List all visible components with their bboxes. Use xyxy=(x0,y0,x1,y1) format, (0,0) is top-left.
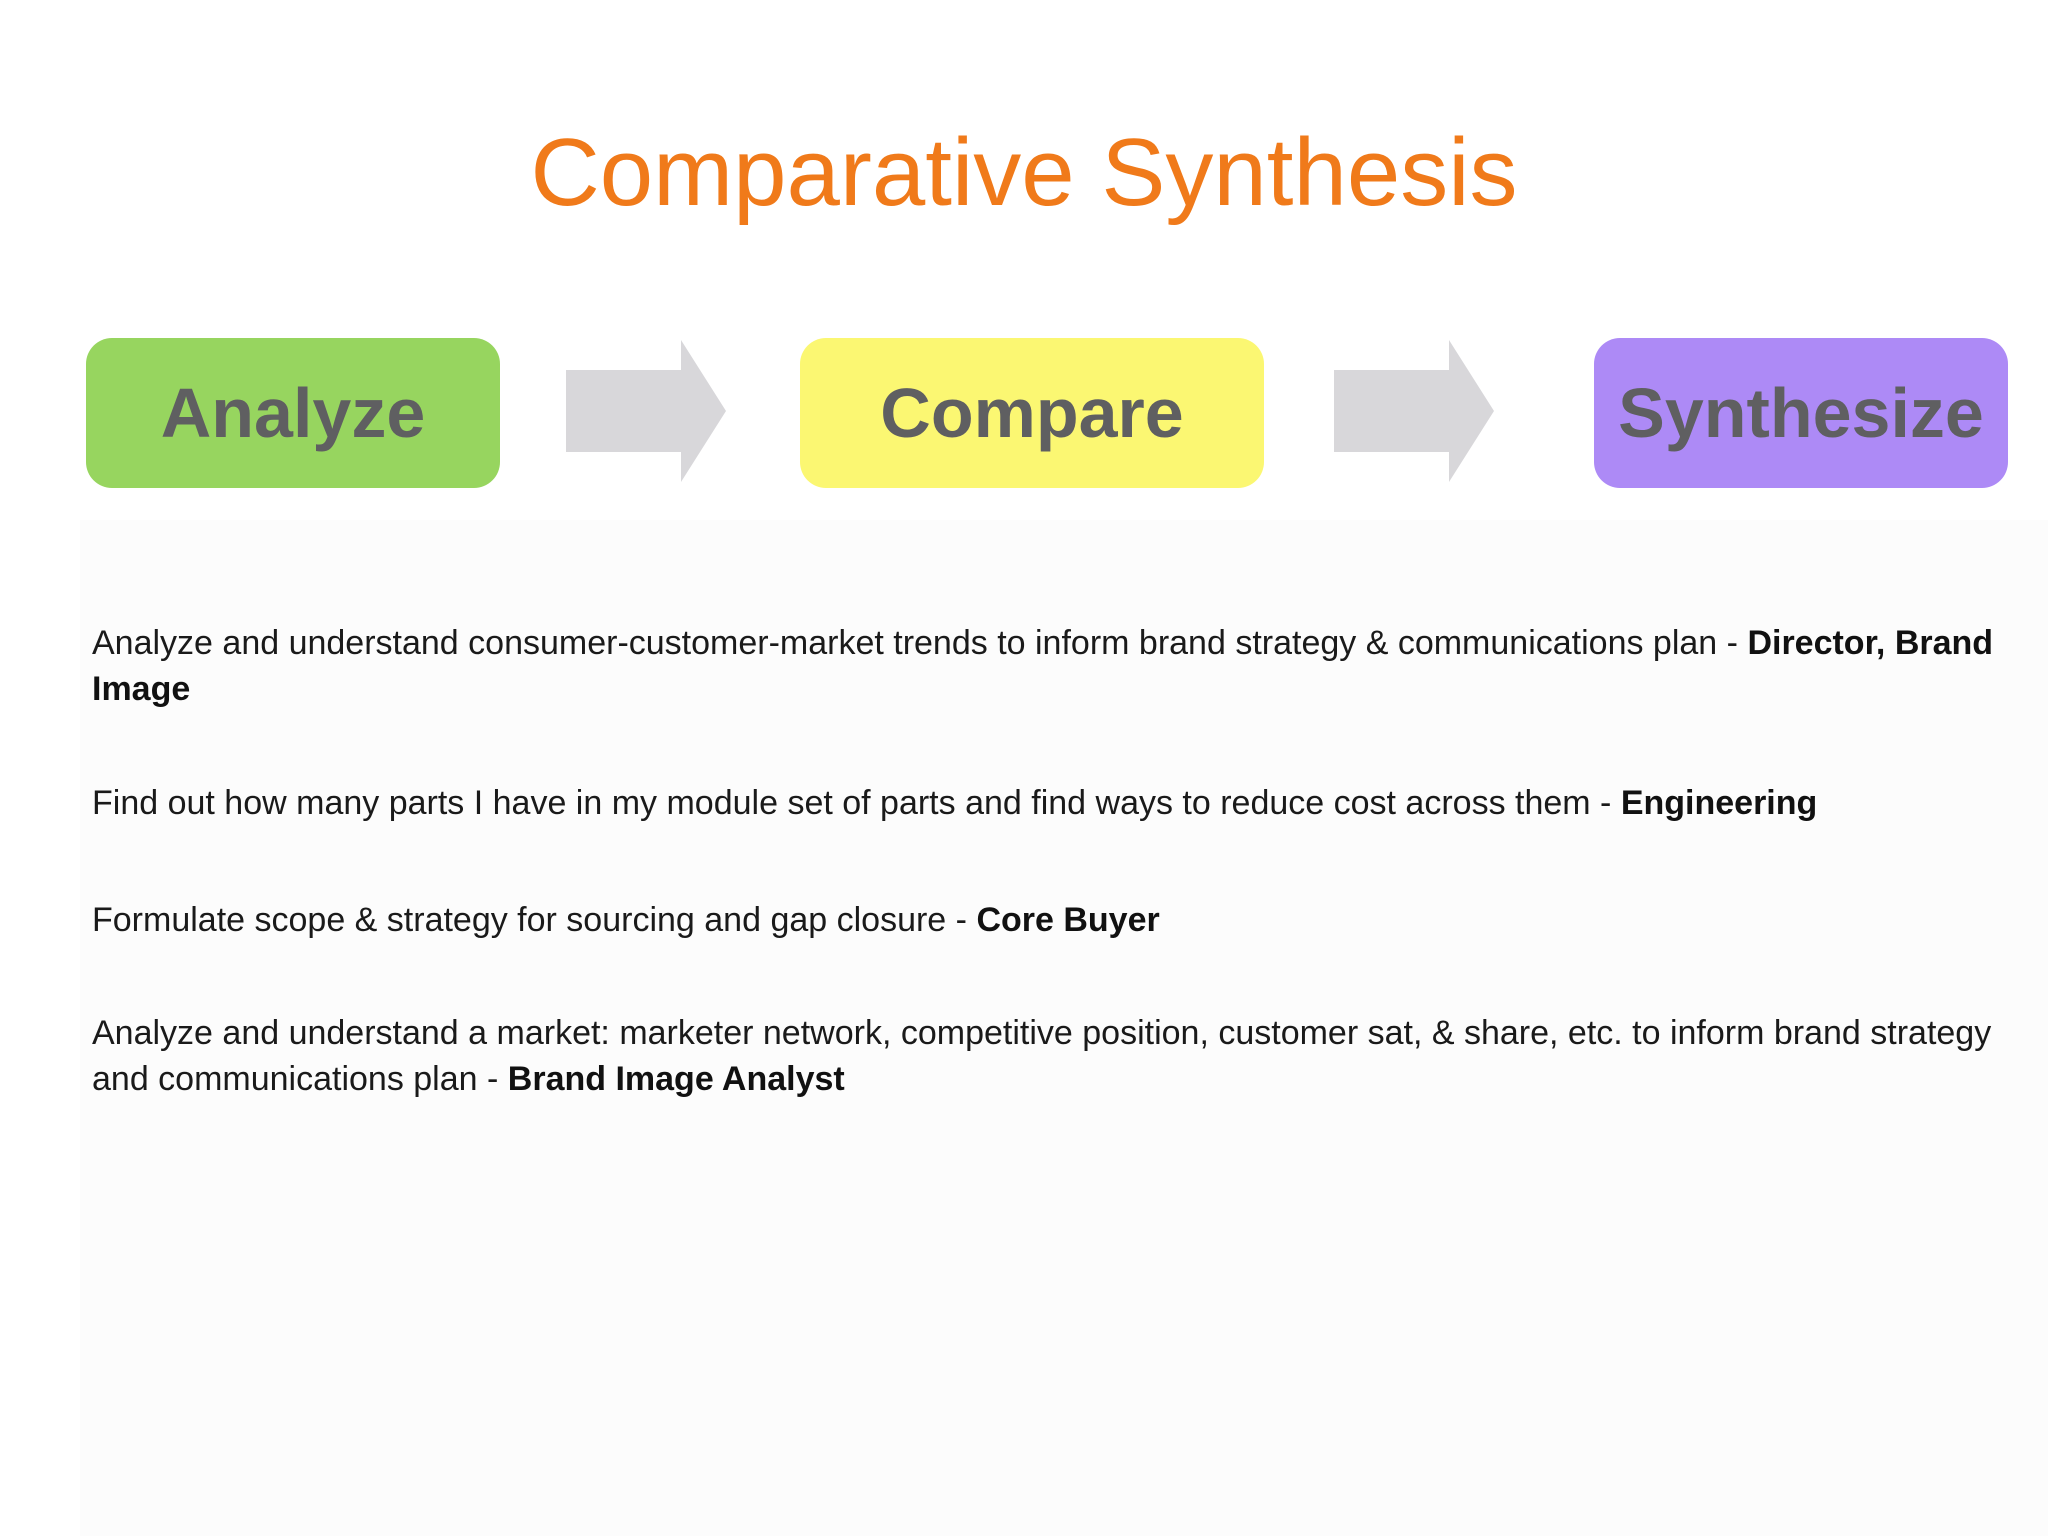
role-description: Formulate scope & strategy for sourcing … xyxy=(92,901,977,939)
role-item: Formulate scope & strategy for sourcing … xyxy=(92,897,2012,943)
stage-label: Analyze xyxy=(160,374,426,452)
arrow-right-icon xyxy=(566,340,726,482)
role-item: Find out how many parts I have in my mod… xyxy=(92,780,2012,826)
stage-analyze: Analyze xyxy=(86,338,500,488)
role-description: Analyze and understand a market: markete… xyxy=(92,1014,1992,1098)
role-description: Analyze and understand consumer-customer… xyxy=(92,624,1748,662)
arrow-shape xyxy=(566,340,726,482)
role-name: Brand Image Analyst xyxy=(507,1060,845,1098)
role-name: Core Buyer xyxy=(976,901,1160,939)
stage-compare: Compare xyxy=(800,338,1264,488)
stage-synthesize: Synthesize xyxy=(1594,338,2008,488)
arrow-shape xyxy=(1334,340,1494,482)
stage-label: Compare xyxy=(880,374,1184,452)
role-description: Find out how many parts I have in my mod… xyxy=(92,784,1621,822)
role-name: Director, Brand Image xyxy=(92,624,1994,708)
role-item: Analyze and understand a market: markete… xyxy=(92,1010,2012,1102)
stage-label: Synthesize xyxy=(1618,374,1984,452)
role-item: Analyze and understand consumer-customer… xyxy=(92,620,2012,712)
role-name: Engineering xyxy=(1620,784,1818,822)
content-background xyxy=(80,520,2048,1536)
page-title: Comparative Synthesis xyxy=(530,119,1518,226)
arrow-right-icon xyxy=(1334,340,1494,482)
